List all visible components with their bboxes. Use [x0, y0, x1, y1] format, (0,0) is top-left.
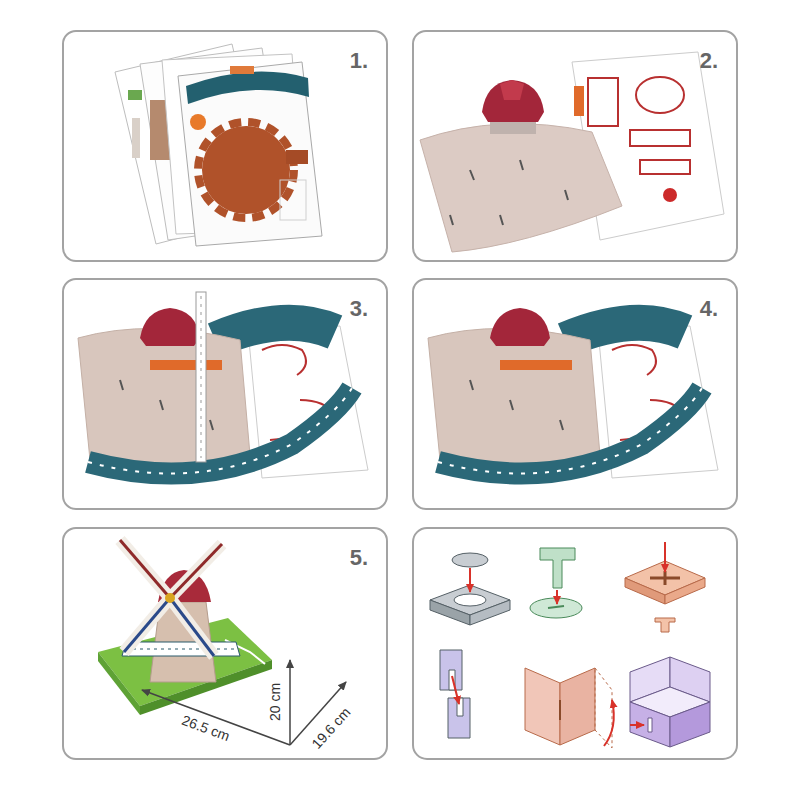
step-number: 5. — [350, 547, 368, 569]
windmill-model-part — [122, 642, 240, 656]
tab-slot-icons-part — [665, 578, 705, 604]
dimension-label: 19.6 cm — [309, 705, 353, 751]
printed-sheets-part — [178, 62, 322, 246]
printed-sheets-part — [128, 90, 142, 100]
step-number: 3. — [350, 298, 368, 320]
cone-net-and-dome-part — [450, 160, 568, 225]
tab-slot-icons-part — [440, 650, 462, 690]
tab-slot-icons-part — [452, 553, 488, 567]
windmill-model-part — [126, 649, 238, 650]
tab-slot-icons-part — [655, 618, 675, 632]
step-panel: 2. — [412, 30, 738, 262]
cone-net-and-dome-part — [588, 78, 618, 126]
panel-frame — [413, 528, 737, 759]
assembly-step-three-part — [88, 388, 352, 474]
printed-sheets-part — [286, 150, 308, 164]
cone-net-and-dome-part — [574, 86, 584, 116]
tab-slot-icons-part — [540, 548, 575, 588]
windmill-model-part — [170, 544, 222, 598]
tab-slot-icons-part — [630, 702, 670, 747]
assembly-step-three-part — [78, 328, 250, 468]
cone-net-and-dome-part — [482, 80, 544, 122]
tab-slot-icons — [430, 542, 710, 748]
printed-sheets-part — [280, 180, 306, 220]
assembly-step-three-part — [215, 323, 335, 340]
windmill-model-part — [98, 652, 140, 715]
tab-slot-icons-part — [452, 676, 459, 704]
assembly-step-three-part — [201, 296, 202, 458]
cone-net-and-dome-part — [630, 130, 690, 146]
tab-slot-icons-part — [630, 724, 644, 726]
tab-slot-icons-part — [454, 594, 486, 606]
step-number: 4. — [700, 298, 718, 320]
assembly-step-three-part — [150, 360, 222, 370]
assembly-step-four-part — [438, 388, 702, 474]
step-number: 1. — [350, 50, 368, 72]
printed-sheets-part — [132, 118, 140, 158]
windmill-model-part — [120, 540, 170, 598]
cone-net-and-dome-part — [636, 77, 684, 113]
step-panel: 3. — [62, 278, 388, 510]
tab-slot-icons-part — [556, 590, 558, 604]
step-panel: 4. — [412, 278, 738, 510]
tab-slot-icons-part — [469, 568, 471, 592]
windmill-model-part — [120, 540, 170, 598]
tab-slot-icons-part — [664, 542, 666, 572]
cone-net-and-dome-part — [640, 160, 690, 174]
assembly-step-three — [78, 292, 368, 478]
printed-sheets-part — [190, 114, 206, 130]
assembly-step-four-part — [500, 360, 572, 370]
printed-sheets-part — [230, 66, 254, 74]
assembly-step-four-part — [470, 380, 563, 430]
assembly-step-four-part — [565, 323, 685, 340]
assembly-step-three-part — [140, 308, 200, 346]
windmill-model — [98, 540, 272, 715]
step-number: 2. — [700, 50, 718, 72]
windmill-model-part — [170, 598, 214, 656]
printed-sheets-part — [202, 126, 290, 214]
dimension-label: 26.5 cm — [180, 713, 232, 743]
printed-sheets-part — [186, 72, 309, 104]
dimension-arrows-part — [289, 660, 291, 745]
windmill-model-part — [124, 598, 170, 652]
tab-slot-icons-part — [560, 668, 595, 745]
assembly-step-four-part — [428, 328, 600, 468]
cone-net-and-dome — [420, 52, 724, 252]
windmill-model-part — [170, 598, 214, 656]
windmill-model-part — [124, 598, 170, 652]
tab-slot-icons-part — [525, 668, 560, 745]
cone-net-and-dome-part — [500, 80, 524, 100]
windmill-model-part — [170, 544, 222, 598]
assembly-step-three-part — [196, 292, 206, 462]
tab-slot-icons-part — [548, 606, 564, 608]
dimension-arrows — [142, 660, 346, 745]
cone-net-and-dome-part — [420, 124, 622, 252]
tab-slot-icons-part — [604, 700, 614, 746]
assembly-step-four-part — [438, 388, 702, 474]
step-panel: 1. — [62, 30, 388, 262]
dimension-label: 20 cm — [268, 683, 282, 721]
printed-sheets — [115, 44, 322, 246]
tab-slot-icons-part — [670, 702, 710, 747]
assembly-step-three-part — [88, 388, 352, 474]
assembly-step-four — [428, 308, 718, 478]
tab-slot-icons-part — [625, 578, 665, 604]
tab-slot-icons-part — [650, 571, 680, 585]
tab-slot-icons-part — [648, 718, 652, 732]
cone-net-and-dome-part — [663, 188, 677, 202]
windmill-model-part — [165, 593, 175, 603]
assembly-step-four-part — [490, 308, 550, 346]
tab-slot-icons-part — [559, 700, 561, 720]
